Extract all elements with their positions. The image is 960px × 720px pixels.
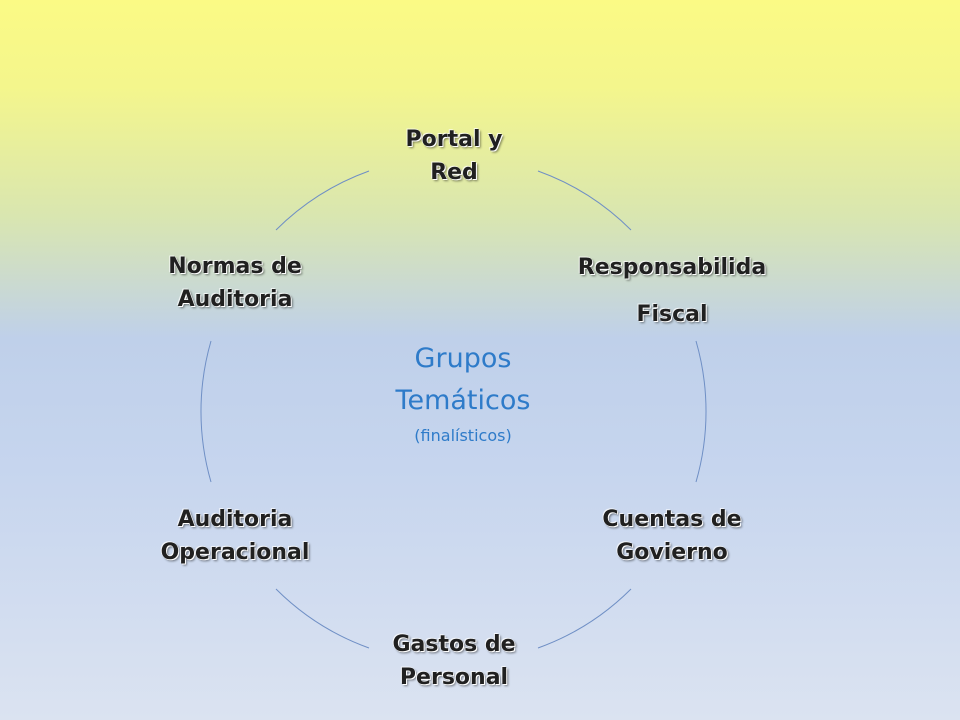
node-label-line-1: Gastos de bbox=[392, 632, 516, 657]
ring-arc-4 bbox=[275, 588, 370, 649]
center-title-line-2: Temáticos bbox=[395, 385, 531, 416]
center-subtitle: (finalísticos) bbox=[414, 426, 512, 445]
node-label-line-2: Personal bbox=[399, 665, 509, 690]
ring-arc-2 bbox=[695, 340, 707, 483]
node-gastos-de-personal: Gastos de Personal bbox=[392, 628, 515, 694]
center-title: Grupos Temáticos (finalísticos) bbox=[396, 338, 531, 450]
node-label-line-1: Responsabilida bbox=[577, 255, 767, 280]
ring-arc-5 bbox=[200, 340, 212, 483]
node-cuentas-de-govierno: Cuentas de Govierno bbox=[602, 503, 741, 569]
node-label-line-2: Operacional bbox=[160, 540, 310, 565]
node-label-line-2: Govierno bbox=[616, 540, 728, 565]
ring-arc-1 bbox=[537, 170, 632, 231]
node-label-line-1: Cuentas de bbox=[602, 507, 742, 532]
node-auditoria-operacional: Auditoria Operacional bbox=[161, 503, 310, 569]
ring-arc-3 bbox=[537, 588, 632, 649]
node-label-line-2: Auditoria bbox=[177, 287, 293, 312]
node-label-line-1: Portal y bbox=[405, 127, 503, 152]
ring-arc-6 bbox=[275, 170, 370, 231]
center-title-line-1: Grupos bbox=[414, 343, 512, 374]
node-label-line-1: Normas de bbox=[168, 254, 302, 279]
node-label-line-2: Red bbox=[430, 160, 478, 185]
node-portal-y-red: Portal y Red bbox=[406, 123, 503, 189]
node-label-line-1: Auditoria bbox=[177, 507, 293, 532]
node-responsabilidad-fiscal: Responsabilida Fiscal bbox=[578, 244, 766, 338]
node-label-line-2: Fiscal bbox=[636, 302, 708, 327]
node-normas-de-auditoria: Normas de Auditoria bbox=[168, 250, 302, 316]
